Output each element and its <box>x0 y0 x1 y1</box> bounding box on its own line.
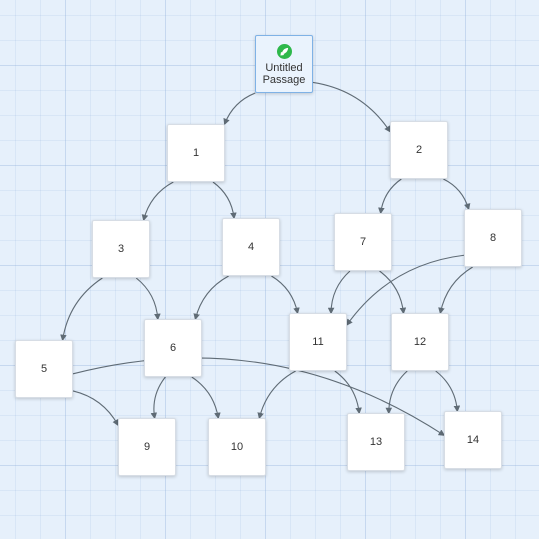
passage-6[interactable]: 6 <box>144 319 202 377</box>
link-5-to-14 <box>72 357 446 436</box>
start-passage-title-line2: Passage <box>262 74 306 86</box>
passage-label: 7 <box>359 236 367 248</box>
passage-label: 6 <box>169 342 177 354</box>
passage-13[interactable]: 13 <box>347 413 405 471</box>
link-12-to-13 <box>385 370 408 415</box>
start-passage[interactable]: Untitled Passage <box>255 35 313 93</box>
link-start-to-1 <box>223 92 256 126</box>
start-passage-title-line1: Untitled <box>265 62 303 74</box>
passage-4[interactable]: 4 <box>222 218 280 276</box>
link-6-to-9 <box>150 376 166 420</box>
passage-9[interactable]: 9 <box>118 418 176 476</box>
rocket-icon <box>276 44 292 59</box>
passage-12[interactable]: 12 <box>391 313 449 371</box>
passage-7[interactable]: 7 <box>334 213 392 271</box>
passage-label: 1 <box>192 147 200 159</box>
passage-5[interactable]: 5 <box>15 340 73 398</box>
link-12-to-14 <box>435 370 461 413</box>
passage-8[interactable]: 8 <box>464 209 522 267</box>
link-7-to-12 <box>379 270 407 315</box>
passage-3[interactable]: 3 <box>92 220 150 278</box>
link-11-to-10 <box>257 370 296 420</box>
link-1-to-3 <box>141 181 174 222</box>
passage-label: 10 <box>230 441 244 453</box>
link-2-to-7 <box>378 178 402 215</box>
passage-label: 3 <box>117 243 125 255</box>
passage-label: 2 <box>415 144 423 156</box>
passage-label: 13 <box>369 436 383 448</box>
link-3-to-6 <box>135 277 161 321</box>
passage-10[interactable]: 10 <box>208 418 266 476</box>
passage-label: 11 <box>312 336 324 348</box>
passage-label: 14 <box>466 434 480 446</box>
passage-14[interactable]: 14 <box>444 411 502 469</box>
passage-2[interactable]: 2 <box>390 121 448 179</box>
link-3-to-5 <box>60 277 103 342</box>
link-start-to-2 <box>312 81 391 133</box>
link-6-to-10 <box>191 376 221 420</box>
link-4-to-11 <box>271 275 300 315</box>
passage-label: 8 <box>489 232 497 244</box>
passage-label: 9 <box>143 441 151 453</box>
link-2-to-8 <box>443 178 471 211</box>
link-11-to-13 <box>334 370 362 415</box>
passage-label: 5 <box>40 363 48 375</box>
link-5-to-9 <box>72 390 119 427</box>
passage-1[interactable]: 1 <box>167 124 225 182</box>
link-4-to-6 <box>193 275 229 321</box>
rocket-icon-glyph <box>279 47 288 56</box>
link-7-to-11 <box>327 270 351 315</box>
passage-label: 4 <box>247 241 255 253</box>
link-8-to-11 <box>346 254 465 326</box>
passage-label: 12 <box>413 336 427 348</box>
link-8-to-12 <box>438 266 473 315</box>
link-1-to-4 <box>212 181 237 220</box>
passage-11[interactable]: 11 <box>289 313 347 371</box>
